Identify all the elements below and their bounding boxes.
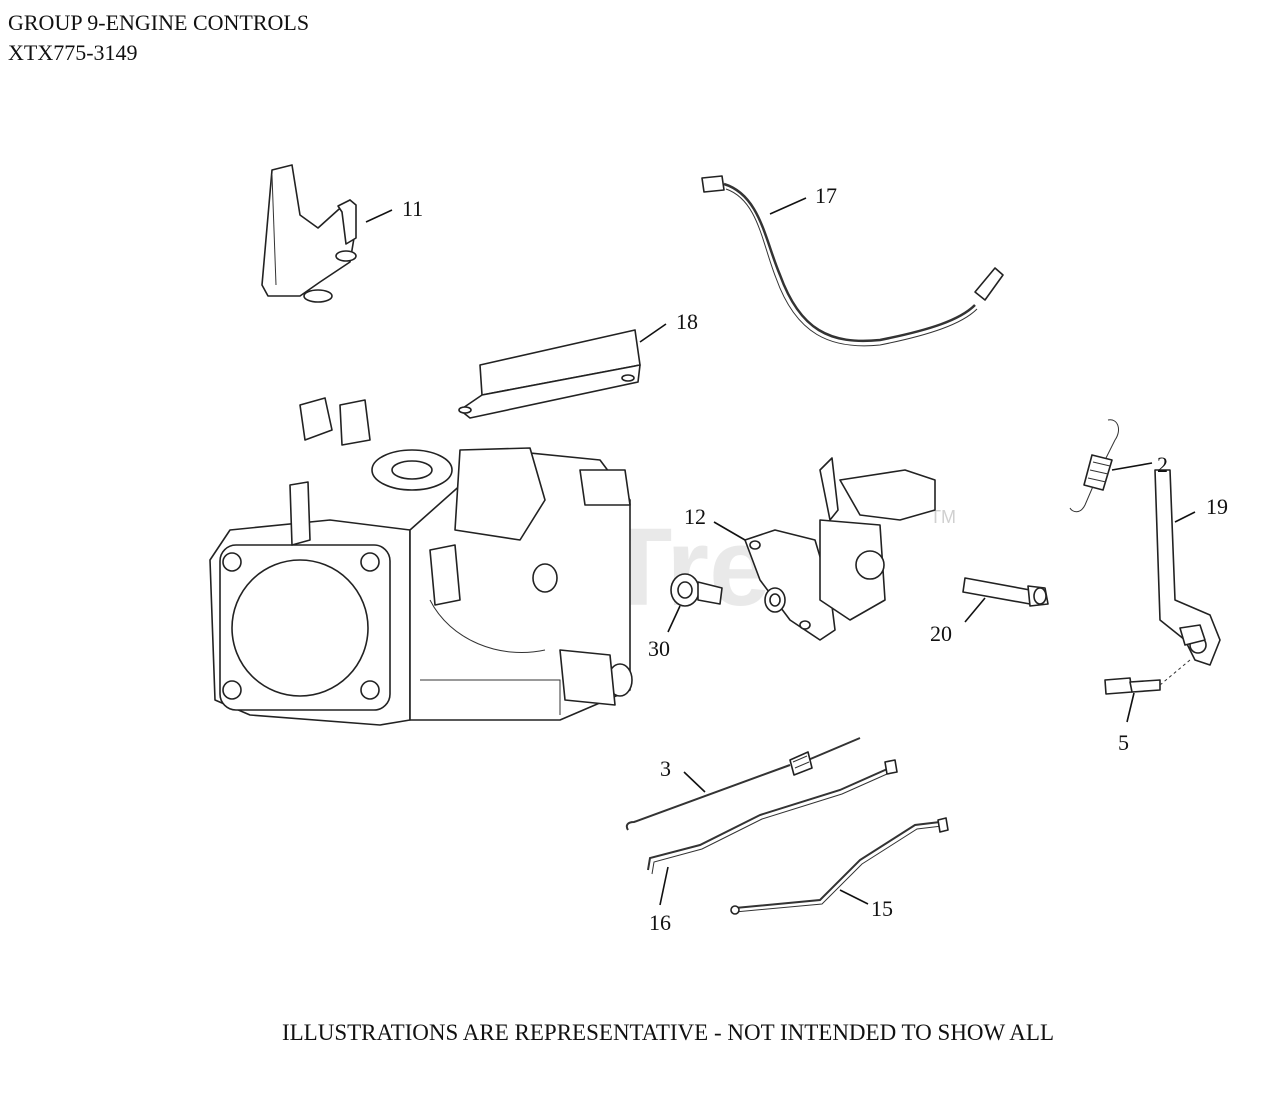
part-16-link-rod[interactable] (647, 759, 898, 875)
group-title: GROUP 9-ENGINE CONTROLS (8, 10, 310, 35)
callout-11[interactable]: 11 (402, 196, 423, 221)
part-11-bracket[interactable] (261, 164, 357, 303)
part-30-clip[interactable] (670, 573, 723, 607)
callout-2[interactable]: 2 (1157, 452, 1168, 477)
page-header: GROUP 9-ENGINE CONTROLS XTX775-3149 (8, 8, 309, 68)
watermark-tm: TM (930, 507, 956, 527)
disclaimer-note: ILLUSTRATIONS ARE REPRESENTATIVE - NOT I… (281, 1020, 1055, 1045)
leader-lines (365, 197, 1196, 906)
part-20-bolt[interactable] (962, 577, 1049, 607)
callout-17[interactable]: 17 (815, 183, 837, 208)
callout-20[interactable]: 20 (930, 621, 952, 646)
callout-3[interactable]: 3 (660, 756, 671, 781)
part-12-control-bracket[interactable] (744, 457, 936, 641)
part-17-wire-harness[interactable] (701, 175, 1004, 347)
callout-15[interactable]: 15 (871, 896, 893, 921)
part-2-spring[interactable] (1069, 419, 1119, 513)
part-5-pin[interactable] (1104, 659, 1191, 695)
callout-numbers: 11 17 18 12 2 19 30 20 5 3 16 15 (402, 183, 1228, 935)
model-number: XTX775-3149 (8, 40, 138, 65)
callout-5[interactable]: 5 (1118, 730, 1129, 755)
callout-18[interactable]: 18 (676, 309, 698, 334)
callout-16[interactable]: 16 (649, 910, 671, 935)
part-18-shield[interactable] (458, 329, 641, 419)
callout-30[interactable]: 30 (648, 636, 670, 661)
engine-block (209, 397, 633, 726)
part-19-lever[interactable] (1154, 469, 1221, 666)
callout-12[interactable]: 12 (684, 504, 706, 529)
part-3-spring-rod[interactable] (625, 737, 861, 831)
part-15-choke-rod[interactable] (730, 817, 949, 915)
callout-19[interactable]: 19 (1206, 494, 1228, 519)
